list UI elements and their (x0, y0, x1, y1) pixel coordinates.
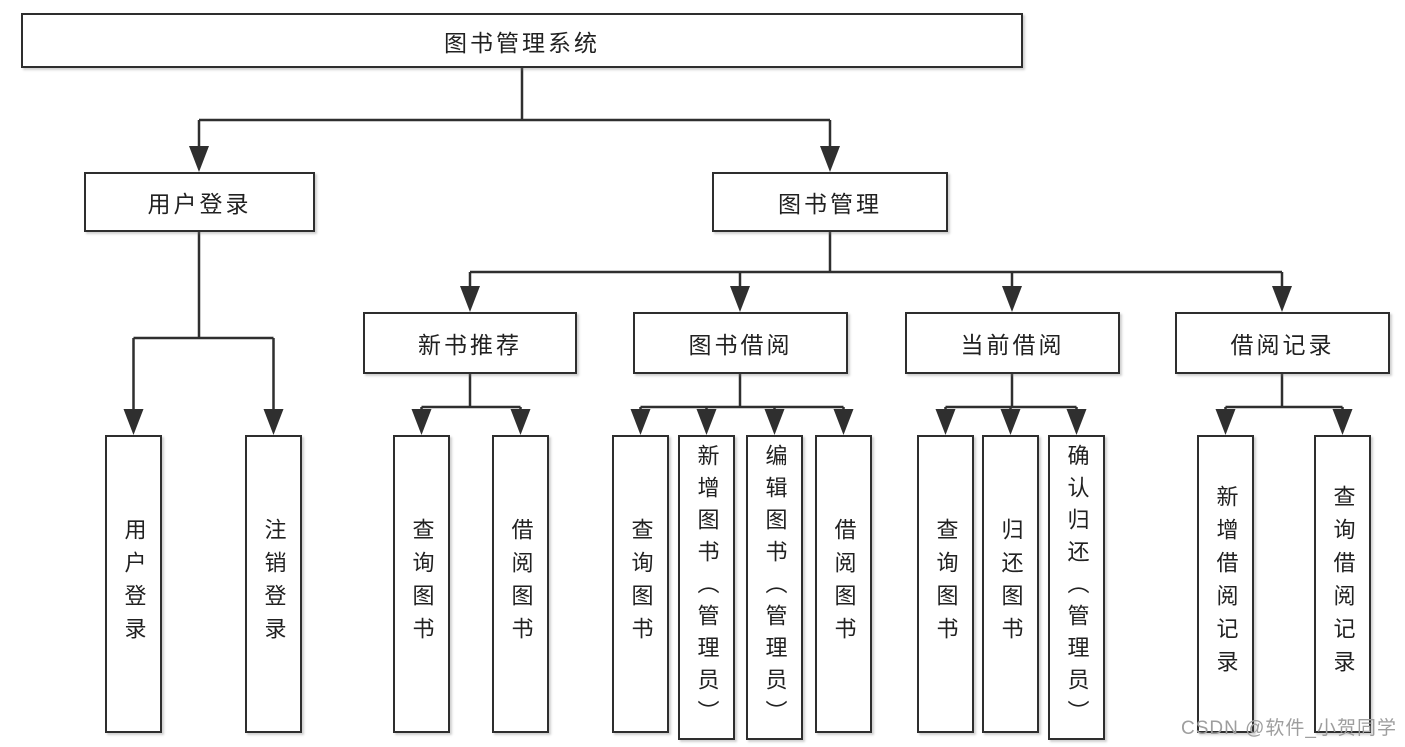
arrowhead (696, 409, 717, 435)
leaf-query-books-2: 查询图书 (612, 435, 669, 733)
leaf-logout: 注销登录 (245, 435, 302, 733)
connector-bookborrow-to-leaves (630, 374, 854, 435)
leaf-edit-book-admin: 编辑图书（管理员） (746, 435, 803, 740)
node-label: 借阅图书 (508, 518, 534, 650)
arrowhead (833, 409, 854, 435)
arrowhead (630, 409, 651, 435)
node-label: 图书借阅 (688, 332, 793, 358)
node-book-borrow: 图书借阅 (633, 312, 848, 374)
connector-borrowrecords-to-leaves (1215, 374, 1353, 435)
arrowhead (1000, 409, 1021, 435)
node-label: 新增图书（管理员） (694, 443, 720, 732)
arrowhead (1332, 409, 1353, 435)
leaf-confirm-return-admin: 确认归还（管理员） (1048, 435, 1105, 740)
arrowhead (820, 146, 840, 172)
node-label: 图书管理 (778, 191, 882, 217)
arrowhead (730, 286, 750, 312)
leaf-query-books-3: 查询图书 (917, 435, 974, 733)
csdn-watermark: CSDN @软件_小贺同学 (1181, 718, 1397, 739)
arrowhead (411, 409, 432, 435)
node-label: 图书管理系统 (444, 29, 600, 56)
node-user-login: 用户登录 (84, 172, 315, 232)
node-label: 新增借阅记录 (1213, 485, 1239, 683)
arrowhead (764, 409, 785, 435)
arrowhead (1002, 286, 1022, 312)
node-label: 查询图书 (628, 518, 654, 650)
arrowhead (189, 146, 209, 172)
connector-bookmgmt-to-level3 (460, 232, 1292, 312)
node-label: 当前借阅 (960, 332, 1065, 358)
node-label: 查询图书 (933, 518, 959, 650)
node-current-borrow: 当前借阅 (905, 312, 1120, 374)
connector-newbookrec-to-leaves (411, 374, 531, 435)
connector-root-to-level2 (189, 68, 840, 172)
arrowhead (263, 409, 284, 435)
arrowhead (1272, 286, 1292, 312)
leaf-query-books-1: 查询图书 (393, 435, 450, 733)
node-label: 新书推荐 (418, 332, 522, 358)
node-borrow-records: 借阅记录 (1175, 312, 1390, 374)
leaf-query-borrow-record: 查询借阅记录 (1314, 435, 1371, 733)
node-label: 借阅图书 (831, 518, 857, 650)
node-library-management-system: 图书管理系统 (21, 13, 1023, 68)
arrowhead (935, 409, 956, 435)
node-label: 注销登录 (261, 518, 287, 650)
connector-userlogin-to-leaves (123, 232, 284, 435)
leaf-borrow-books-1: 借阅图书 (492, 435, 549, 733)
leaf-user-login: 用户登录 (105, 435, 162, 733)
arrowhead (510, 409, 531, 435)
node-label: 编辑图书（管理员） (762, 443, 788, 732)
leaf-add-borrow-record: 新增借阅记录 (1197, 435, 1254, 733)
leaf-add-book-admin: 新增图书（管理员） (678, 435, 735, 740)
node-label: 用户登录 (147, 191, 252, 217)
node-label: 借阅记录 (1230, 332, 1335, 358)
arrowhead (123, 409, 144, 435)
leaf-return-books: 归还图书 (982, 435, 1039, 733)
node-label: 用户登录 (121, 518, 147, 650)
connector-currentborrow-to-leaves (935, 374, 1087, 435)
arrowhead (1066, 409, 1087, 435)
arrowhead (460, 286, 480, 312)
leaf-borrow-books-2: 借阅图书 (815, 435, 872, 733)
node-label: 查询图书 (409, 518, 435, 650)
node-book-management: 图书管理 (712, 172, 948, 232)
node-label: 归还图书 (998, 518, 1024, 650)
node-new-book-recommend: 新书推荐 (363, 312, 577, 374)
arrowhead (1215, 409, 1236, 435)
node-label: 确认归还（管理员） (1064, 443, 1090, 732)
node-label: 查询借阅记录 (1330, 485, 1356, 683)
